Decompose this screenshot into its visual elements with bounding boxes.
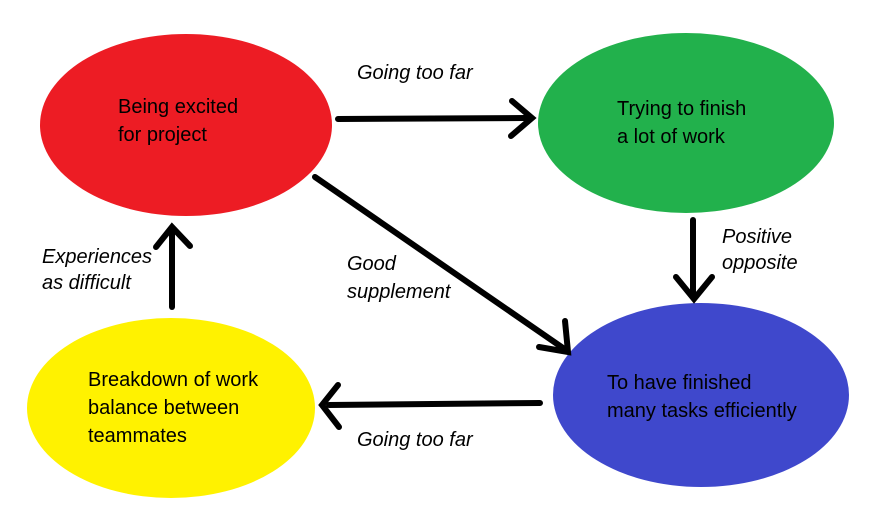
edge-label-line: Positive	[722, 226, 793, 248]
edge-label-good-supplement: Good supplement	[347, 250, 450, 306]
edge-label-line: supplement	[347, 281, 451, 303]
arrow-excited-to-finished	[312, 174, 572, 356]
edge-label-line: opposite	[722, 252, 798, 274]
edge-label-going-too-far-top: Going too far	[357, 62, 473, 84]
node-breakdown-ellipse	[27, 318, 315, 498]
edge-label-going-too-far-bottom: Going too far	[357, 429, 473, 451]
edge-label-line: Good	[347, 253, 396, 275]
node-finished-label-line: To have finished	[607, 372, 752, 394]
edge-label-line: Experiences	[42, 246, 153, 268]
node-finished-label: To have finished many tasks efficiently	[607, 369, 797, 425]
edge-label-line: as difficult	[42, 272, 131, 294]
edge-label-experiences-as-difficult: Experiences as difficult	[42, 244, 152, 296]
node-trying-label-line: a lot of work	[617, 126, 725, 148]
node-breakdown-label-line: balance between	[88, 397, 240, 419]
node-trying-label: Trying to finish a lot of work	[617, 95, 746, 151]
node-breakdown-label: Breakdown of work balance between teamma…	[88, 366, 258, 450]
node-excited-label-line: Being excited	[118, 96, 239, 118]
node-finished-label-line: many tasks efficiently	[607, 400, 797, 422]
arrow-breakdown-to-excited	[153, 222, 193, 310]
arrow-finished-to-breakdown	[318, 382, 543, 430]
node-breakdown-label-line: Breakdown of work	[88, 369, 259, 391]
node-excited-label-line: for project	[118, 124, 207, 146]
node-finished-ellipse	[553, 303, 849, 487]
node-trying-label-line: Trying to finish	[617, 98, 747, 120]
node-breakdown-label-line: teammates	[88, 425, 187, 447]
node-excited-ellipse	[40, 34, 332, 216]
edge-label-positive-opposite: Positive opposite	[722, 224, 798, 276]
arrow-excited-to-trying	[335, 98, 537, 139]
node-excited-label: Being excited for project	[118, 93, 238, 149]
arrow-trying-to-finished	[673, 217, 715, 304]
node-trying-ellipse	[538, 33, 834, 213]
